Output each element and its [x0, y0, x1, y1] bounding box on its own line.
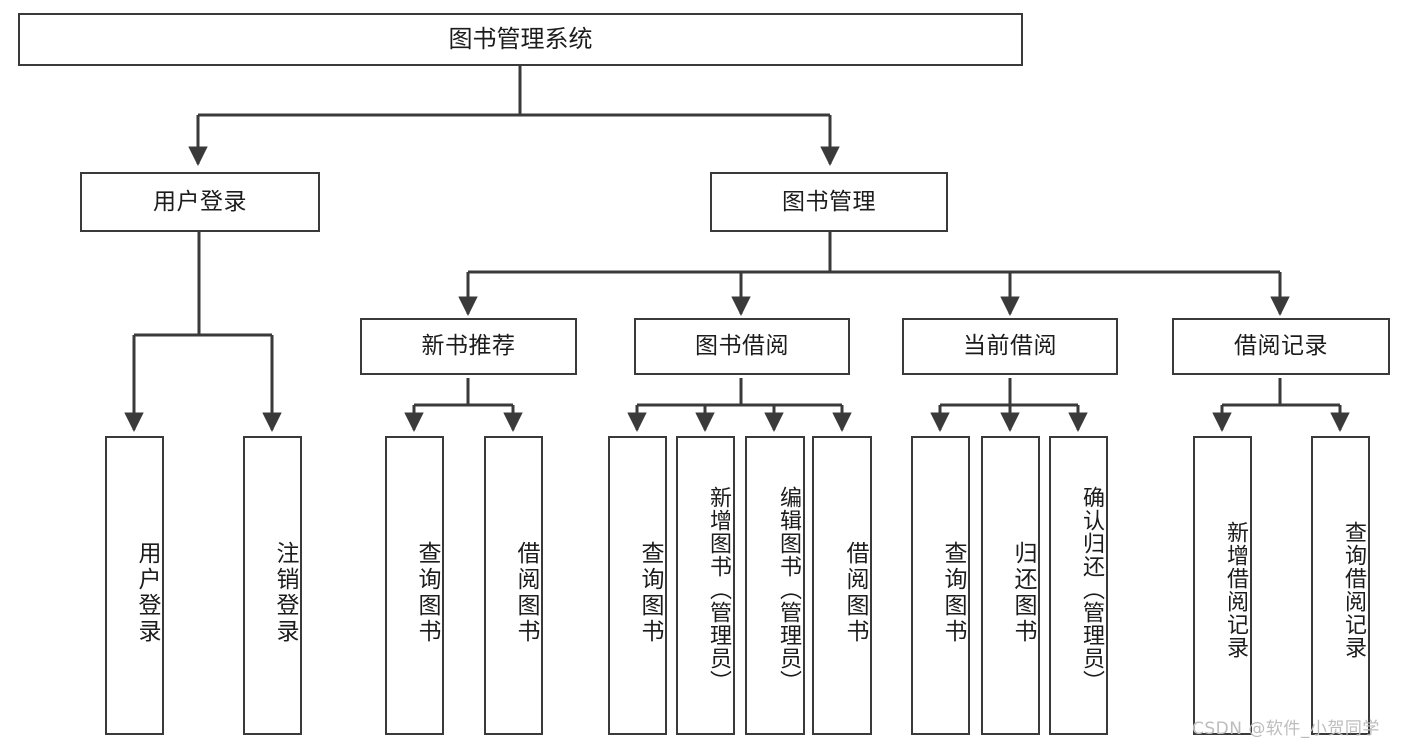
node-user-login[interactable]: 用户登录 [80, 172, 320, 232]
leaf-user-login-signout[interactable]: 注销登录 [243, 436, 302, 735]
leaf-borrow-record-query-record[interactable]: 查询借阅记录 [1311, 436, 1370, 735]
leaf-current-borrow-query-book[interactable]: 查询图书 [911, 436, 970, 735]
leaf-book-borrow-edit-book-admin[interactable]: 编辑图书（管理员） [745, 436, 805, 735]
node-current-borrow[interactable]: 当前借阅 [902, 318, 1118, 375]
leaf-new-book-borrow-book[interactable]: 借阅图书 [484, 436, 543, 735]
leaf-borrow-record-add-record[interactable]: 新增借阅记录 [1193, 436, 1252, 735]
leaf-new-book-query-book[interactable]: 查询图书 [385, 436, 444, 735]
leaf-user-login-signin[interactable]: 用户登录 [105, 436, 164, 735]
leaf-book-borrow-borrow-book[interactable]: 借阅图书 [812, 436, 872, 735]
node-new-book-recommend[interactable]: 新书推荐 [360, 318, 577, 375]
leaf-current-borrow-confirm-return-admin[interactable]: 确认归还（管理员） [1049, 436, 1108, 735]
csdn-watermark: CSDN @软件_小贺同学 [1192, 719, 1380, 739]
node-borrow-record[interactable]: 借阅记录 [1172, 318, 1390, 375]
node-book-borrow[interactable]: 图书借阅 [634, 318, 850, 375]
leaf-book-borrow-query-book[interactable]: 查询图书 [608, 436, 667, 735]
leaf-book-borrow-add-book-admin[interactable]: 新增图书（管理员） [676, 436, 735, 735]
leaf-current-borrow-return-book[interactable]: 归还图书 [981, 436, 1040, 735]
node-root-system[interactable]: 图书管理系统 [18, 13, 1023, 66]
node-book-management[interactable]: 图书管理 [710, 172, 948, 232]
